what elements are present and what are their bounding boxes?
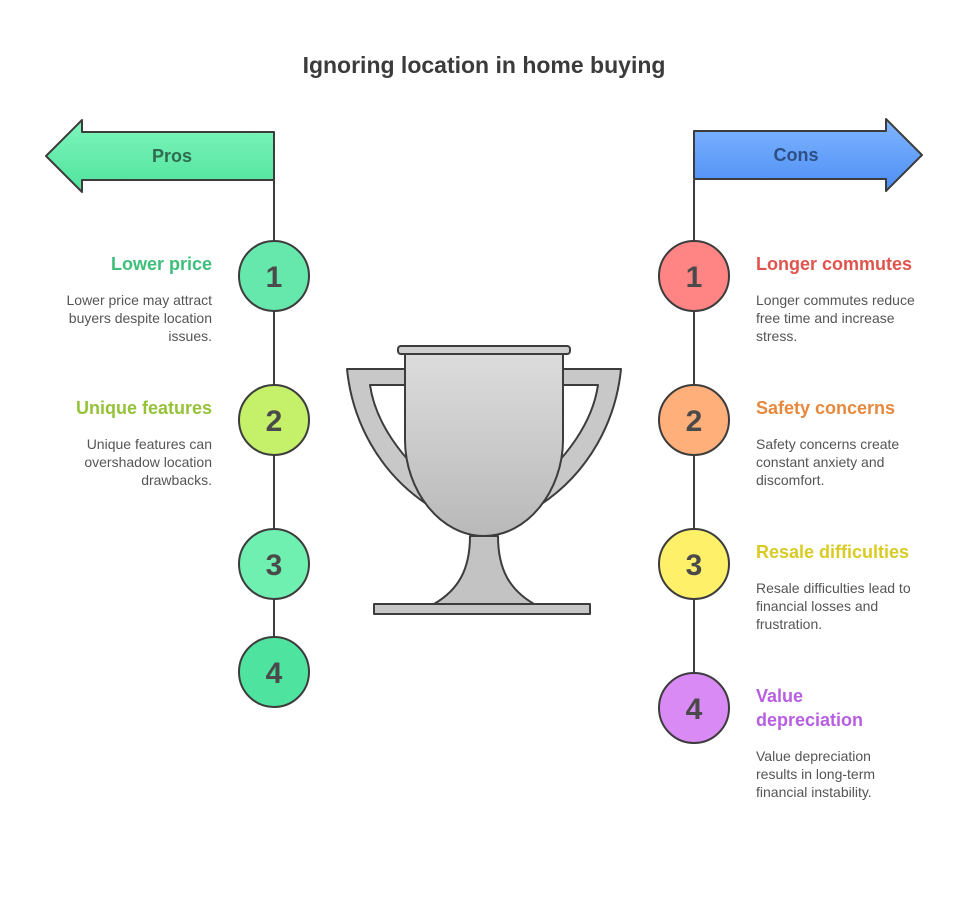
cons-item-4-description: Value depreciation results in long-term …: [756, 748, 876, 800]
cons-item-3-description: Resale difficulties lead to financial lo…: [756, 580, 911, 632]
pros-step-2-number: 2: [266, 405, 283, 438]
pros-step-1-number: 1: [266, 261, 283, 294]
pros-label: Pros: [152, 146, 192, 166]
pros-step-1-circle: [238, 240, 310, 312]
cons-step-1-circle: [658, 240, 730, 312]
cons-step-4-number: 4: [686, 693, 703, 726]
pros-item-1-description: Lower price may attract buyers despite l…: [66, 292, 213, 344]
pros-item-1-title: Lower price: [110, 254, 212, 274]
cons-item-1-title: Longer commutes: [756, 254, 913, 274]
trophy-icon: [346, 345, 622, 615]
pros-arrow: Pros: [45, 119, 275, 193]
pros-step-3-circle: [238, 528, 310, 600]
pros-step-2-circle: [238, 384, 310, 456]
cons-item-1-description: Longer commutes reduce free time and inc…: [756, 292, 915, 344]
cons-step-2-circle: [658, 384, 730, 456]
pros-item-2-title: Unique features: [75, 398, 212, 418]
cons-item-4-title: Value depreciation: [756, 686, 864, 730]
pros-steps: 1 2 3 4: [238, 240, 310, 708]
cons-label: Cons: [774, 145, 819, 165]
cons-item-2-title: Safety concerns: [756, 398, 896, 418]
pros-step-4-circle: [238, 636, 310, 708]
cons-step-4-circle: [658, 672, 730, 744]
cons-step-2-number: 2: [686, 405, 703, 438]
cons-item-2-description: Safety concerns create constant anxiety …: [756, 436, 900, 488]
pros-step-4-number: 4: [266, 657, 283, 690]
cons-step-1-number: 1: [686, 261, 703, 294]
cons-steps: 1 2 3 4: [658, 240, 730, 744]
page-title: Ignoring location in home buying: [302, 52, 666, 78]
cons-item-3-title: Resale difficulties: [756, 542, 910, 562]
cons-step-3-circle: [658, 528, 730, 600]
pros-step-3-number: 3: [266, 549, 283, 582]
pros-item-2-description: Unique features can overshadow location …: [84, 436, 212, 488]
cons-step-3-number: 3: [686, 549, 703, 582]
cons-arrow: Cons: [693, 118, 923, 192]
